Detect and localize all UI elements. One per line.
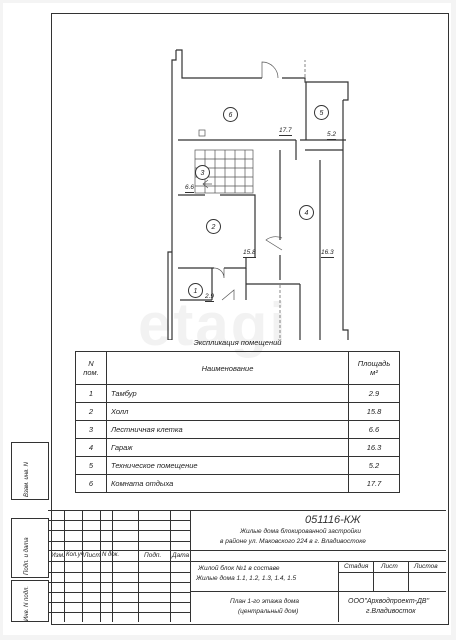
row-num: 4 bbox=[75, 438, 107, 457]
room-area-4: 16.3 bbox=[321, 249, 334, 258]
sheet-label: Лист bbox=[381, 563, 398, 570]
row-name: Тамбур bbox=[106, 384, 349, 403]
col-ndoc: N док. bbox=[102, 552, 120, 558]
row-area: 16.3 bbox=[348, 438, 400, 457]
col-podp: Подп. bbox=[144, 552, 162, 559]
room-area-6: 17.7 bbox=[279, 127, 292, 136]
drawing-frame bbox=[51, 13, 449, 625]
col-data: Дата bbox=[172, 552, 190, 559]
room-marker-4: 4 bbox=[299, 205, 314, 220]
side-stamp-orig: Инв. N подл. bbox=[11, 580, 49, 622]
sheet-title-line1: План 1-го этажа дома bbox=[230, 598, 300, 605]
room-area-2: 15.8 bbox=[243, 249, 256, 258]
row-num: 2 bbox=[75, 402, 107, 421]
header-area: Площадь м² bbox=[348, 351, 400, 385]
row-area: 15.8 bbox=[348, 402, 400, 421]
header-num: N пом. bbox=[75, 351, 107, 385]
sheets-label: Листов bbox=[414, 563, 438, 570]
row-area: 5.2 bbox=[348, 456, 400, 475]
floor-plan bbox=[167, 49, 349, 340]
col-list: Лист bbox=[84, 552, 101, 559]
project-line1: Жилые дома блокированной застройки bbox=[240, 528, 361, 535]
row-name: Гараж bbox=[106, 438, 349, 457]
row-num: 3 bbox=[75, 420, 107, 439]
side-stamp-replace: Взам. инв. N bbox=[11, 442, 49, 500]
row-area: 17.7 bbox=[348, 474, 400, 493]
sheet-title-line2: (центральный дом) bbox=[238, 608, 299, 615]
watermark: etagi bbox=[138, 291, 289, 358]
side-stamp-replace-label: Взам. инв. N bbox=[24, 462, 30, 497]
room-marker-3: 3 bbox=[195, 165, 210, 180]
header-name: Наименование bbox=[106, 351, 349, 385]
side-stamp-orig-label: Инв. N подл. bbox=[24, 585, 30, 621]
doc-code: 051116-КЖ bbox=[305, 514, 361, 526]
org-line2: г.Владивосток bbox=[366, 608, 416, 615]
stage-label: Стадия bbox=[344, 563, 369, 570]
row-num: 5 bbox=[75, 456, 107, 475]
row-num: 1 bbox=[75, 384, 107, 403]
row-area: 2.9 bbox=[348, 384, 400, 403]
row-name: Комната отдыха bbox=[106, 474, 349, 493]
part-line2: Жилые дома 1.1, 1.2, 1.3, 1.4, 1.5 bbox=[196, 575, 297, 582]
room-marker-5: 5 bbox=[314, 105, 329, 120]
row-name: Холл bbox=[106, 402, 349, 421]
room-marker-6: 6 bbox=[223, 107, 238, 122]
col-izm: Изм. bbox=[51, 552, 65, 559]
side-stamp-sign-label: Подп. и дата bbox=[24, 537, 30, 575]
schedule-title: Экспликация помещений bbox=[193, 338, 282, 347]
project-line2: в районе ул. Маковского 224 в г. Владиво… bbox=[220, 538, 366, 545]
title-block: Изм. Кол.уч Лист N док. Подп. Дата Жилые… bbox=[48, 510, 446, 622]
row-name: Лестничная клетка bbox=[106, 420, 349, 439]
schedule-header: N пом. Наименование Площадь м² bbox=[75, 351, 400, 385]
side-stamp-sign: Подп. и дата bbox=[11, 518, 49, 578]
room-area-5: 5.2 bbox=[327, 131, 337, 140]
org-line1: ООО"Архводпроект-ДВ" bbox=[348, 598, 430, 605]
row-num: 6 bbox=[75, 474, 107, 493]
room-area-1: 2.9 bbox=[205, 293, 215, 302]
room-marker-2: 2 bbox=[206, 219, 221, 234]
col-kol: Кол.уч bbox=[66, 552, 84, 558]
row-area: 6.6 bbox=[348, 420, 400, 439]
part-line1: Жилой блок №1 в составе bbox=[198, 565, 280, 572]
room-area-3: 6.6 bbox=[185, 184, 195, 193]
row-name: Техническое помещение bbox=[106, 456, 349, 475]
room-marker-1: 1 bbox=[188, 283, 203, 298]
